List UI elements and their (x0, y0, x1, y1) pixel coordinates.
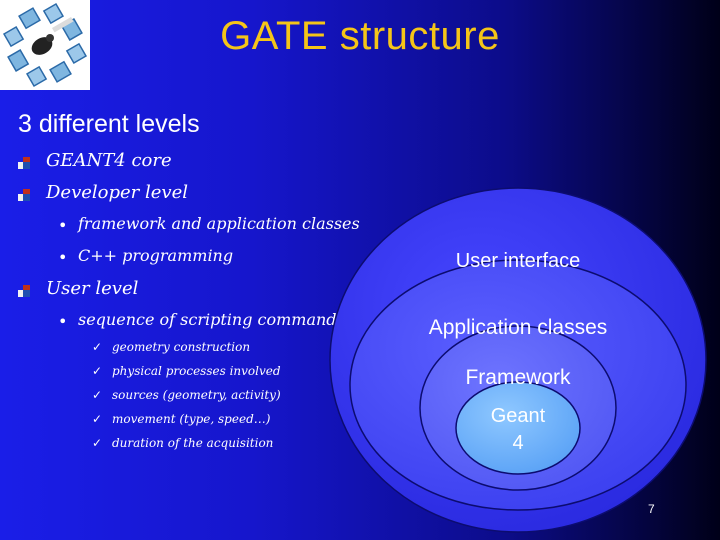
item-label: C++ programming (78, 246, 234, 265)
list-item: • sequence of scripting commands (58, 310, 345, 331)
subitem-label: physical processes involved (112, 364, 281, 378)
subitem-label: movement (type, speed…) (112, 412, 271, 426)
geant4-label-line1: Geant (490, 405, 546, 427)
item-label: framework and application classes (78, 214, 360, 233)
page-number: 7 (648, 502, 655, 516)
dot-icon: • (58, 248, 68, 267)
gate-logo-icon (0, 0, 90, 90)
stacked-squares-icon (18, 281, 30, 297)
sub-list-item: ✓ sources (geometry, activity) (92, 388, 281, 402)
subitem-label: duration of the acquisition (112, 436, 274, 450)
level-label: Developer level (46, 182, 188, 203)
application-classes-label: Application classes (428, 316, 608, 339)
sub-list-item: ✓ physical processes involved (92, 364, 281, 378)
item-label: sequence of scripting commands (78, 310, 345, 329)
user-interface-label: User interface (455, 250, 581, 272)
list-item: • framework and application classes (58, 214, 360, 235)
subitem-label: sources (geometry, activity) (112, 388, 281, 402)
level-item: GEANT4 core (18, 150, 172, 171)
sub-list-item: ✓ geometry construction (92, 340, 251, 354)
sub-list-item: ✓ movement (type, speed…) (92, 412, 271, 426)
list-item: • C++ programming (58, 246, 234, 267)
geant4-label: Geant 4 (458, 403, 578, 457)
framework-label: Framework (465, 366, 571, 389)
subtitle: 3 different levels (18, 110, 200, 138)
level-label: User level (46, 278, 139, 299)
level-item: Developer level (18, 182, 188, 203)
level-item: User level (18, 278, 139, 299)
page-title: GATE structure (220, 14, 500, 58)
dot-icon: • (58, 216, 68, 235)
checkmark-icon: ✓ (92, 436, 103, 450)
geant4-label-line2: 4 (512, 432, 524, 454)
stacked-squares-icon (18, 185, 30, 201)
dot-icon: • (58, 312, 68, 331)
checkmark-icon: ✓ (92, 388, 103, 402)
geant4-layer (455, 381, 581, 475)
checkmark-icon: ✓ (92, 364, 103, 378)
sub-list-item: ✓ duration of the acquisition (92, 436, 274, 450)
checkmark-icon: ✓ (92, 340, 103, 354)
stacked-squares-icon (18, 153, 30, 169)
level-label: GEANT4 core (46, 150, 172, 171)
subitem-label: geometry construction (112, 340, 251, 354)
checkmark-icon: ✓ (92, 412, 103, 426)
